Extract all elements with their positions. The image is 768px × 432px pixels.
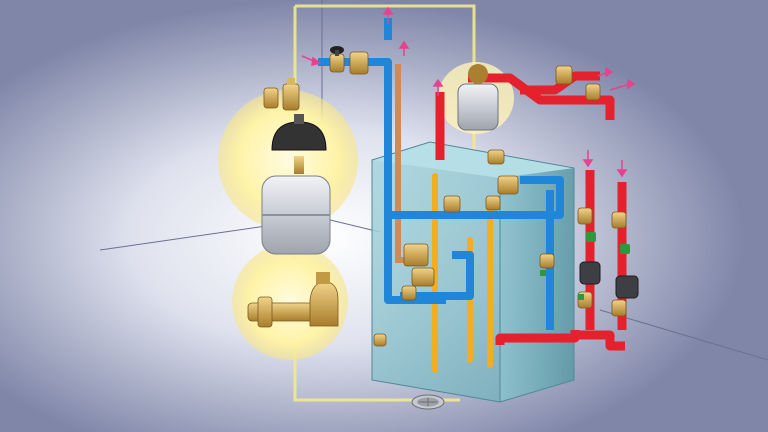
expansion-tank (457, 64, 499, 131)
expansion-tank-icon (261, 175, 331, 255)
pressure-reducing-fill-valve-icon (247, 272, 339, 328)
air-vent-icon (263, 78, 300, 111)
valve-handle-icon (330, 46, 344, 56)
circulator-pump-icon (579, 261, 639, 299)
floor-line-mid (321, 217, 381, 233)
floor-line-right (599, 309, 768, 361)
tank-cap-icon (271, 114, 327, 151)
floor-drain-icon (411, 394, 445, 410)
valve-fitting (329, 51, 627, 347)
tank-nipple-icon (294, 156, 304, 174)
flow-arrow-icon (301, 6, 636, 178)
zone-valve-icon (540, 232, 630, 300)
